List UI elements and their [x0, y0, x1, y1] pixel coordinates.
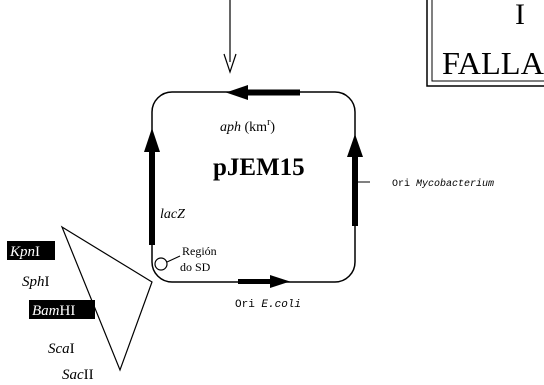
sd-region-label-line-1: Región [182, 244, 217, 258]
ori-myco-label: Ori Mycobacterium [392, 178, 494, 190]
stamp-outer-border [426, 0, 544, 87]
restriction-site-highlight [7, 241, 55, 260]
aph-gene-label: aph (kmr) [220, 117, 275, 135]
aph-arrow-bar [244, 89, 300, 96]
ori-myco-arrow [347, 134, 370, 226]
sd-region-marker [154, 257, 168, 271]
ori-ecoli-arrow [238, 275, 290, 288]
sd-region-label-line-2: do SD [180, 260, 211, 274]
ori-ecoli-arrow-head [270, 275, 290, 288]
restriction-site-kpni: KpnI [7, 241, 55, 260]
restriction-site-highlight [29, 300, 95, 319]
stamp-line-2: FALLA [442, 45, 544, 81]
lacz-arrow-bar [149, 147, 155, 245]
restriction-site-sphi: SphI [22, 274, 50, 290]
stamp-line-1: I [515, 0, 525, 31]
restriction-site-label: KpnI [9, 244, 40, 260]
aph-arrow-head [226, 85, 248, 100]
restriction-site-label: ScaI [48, 341, 75, 357]
insertion-arrow [223, 0, 237, 74]
ori-ecoli-arrow-bar [238, 279, 274, 284]
ori-ecoli-label: Ori E.coli [235, 299, 301, 311]
insertion-arrow-head [223, 53, 237, 74]
stamp-inner-border [431, 0, 544, 82]
lacz-gene-arrow [144, 128, 160, 245]
restriction-site-label: SacII [62, 367, 94, 383]
stamp-box: I FALLA [426, 0, 544, 87]
plasmid-name: pJEM15 [213, 154, 305, 181]
ori-myco-arrow-head [347, 134, 363, 157]
restriction-site-label: BamHI [32, 303, 75, 319]
restriction-site-label: SphI [22, 274, 50, 290]
restriction-site-bamhi: BamHI [29, 300, 95, 319]
restriction-site-sacii: SacII [62, 367, 94, 383]
restriction-site-scai: ScaI [48, 341, 75, 357]
lacz-arrow-head [144, 128, 160, 152]
ori-myco-arrow-bar [352, 152, 358, 226]
aph-gene-arrow [226, 85, 300, 100]
sd-region-leader [166, 255, 181, 263]
lacz-gene-label: lacZ [160, 207, 185, 222]
polylinker-triangle [60, 225, 153, 372]
